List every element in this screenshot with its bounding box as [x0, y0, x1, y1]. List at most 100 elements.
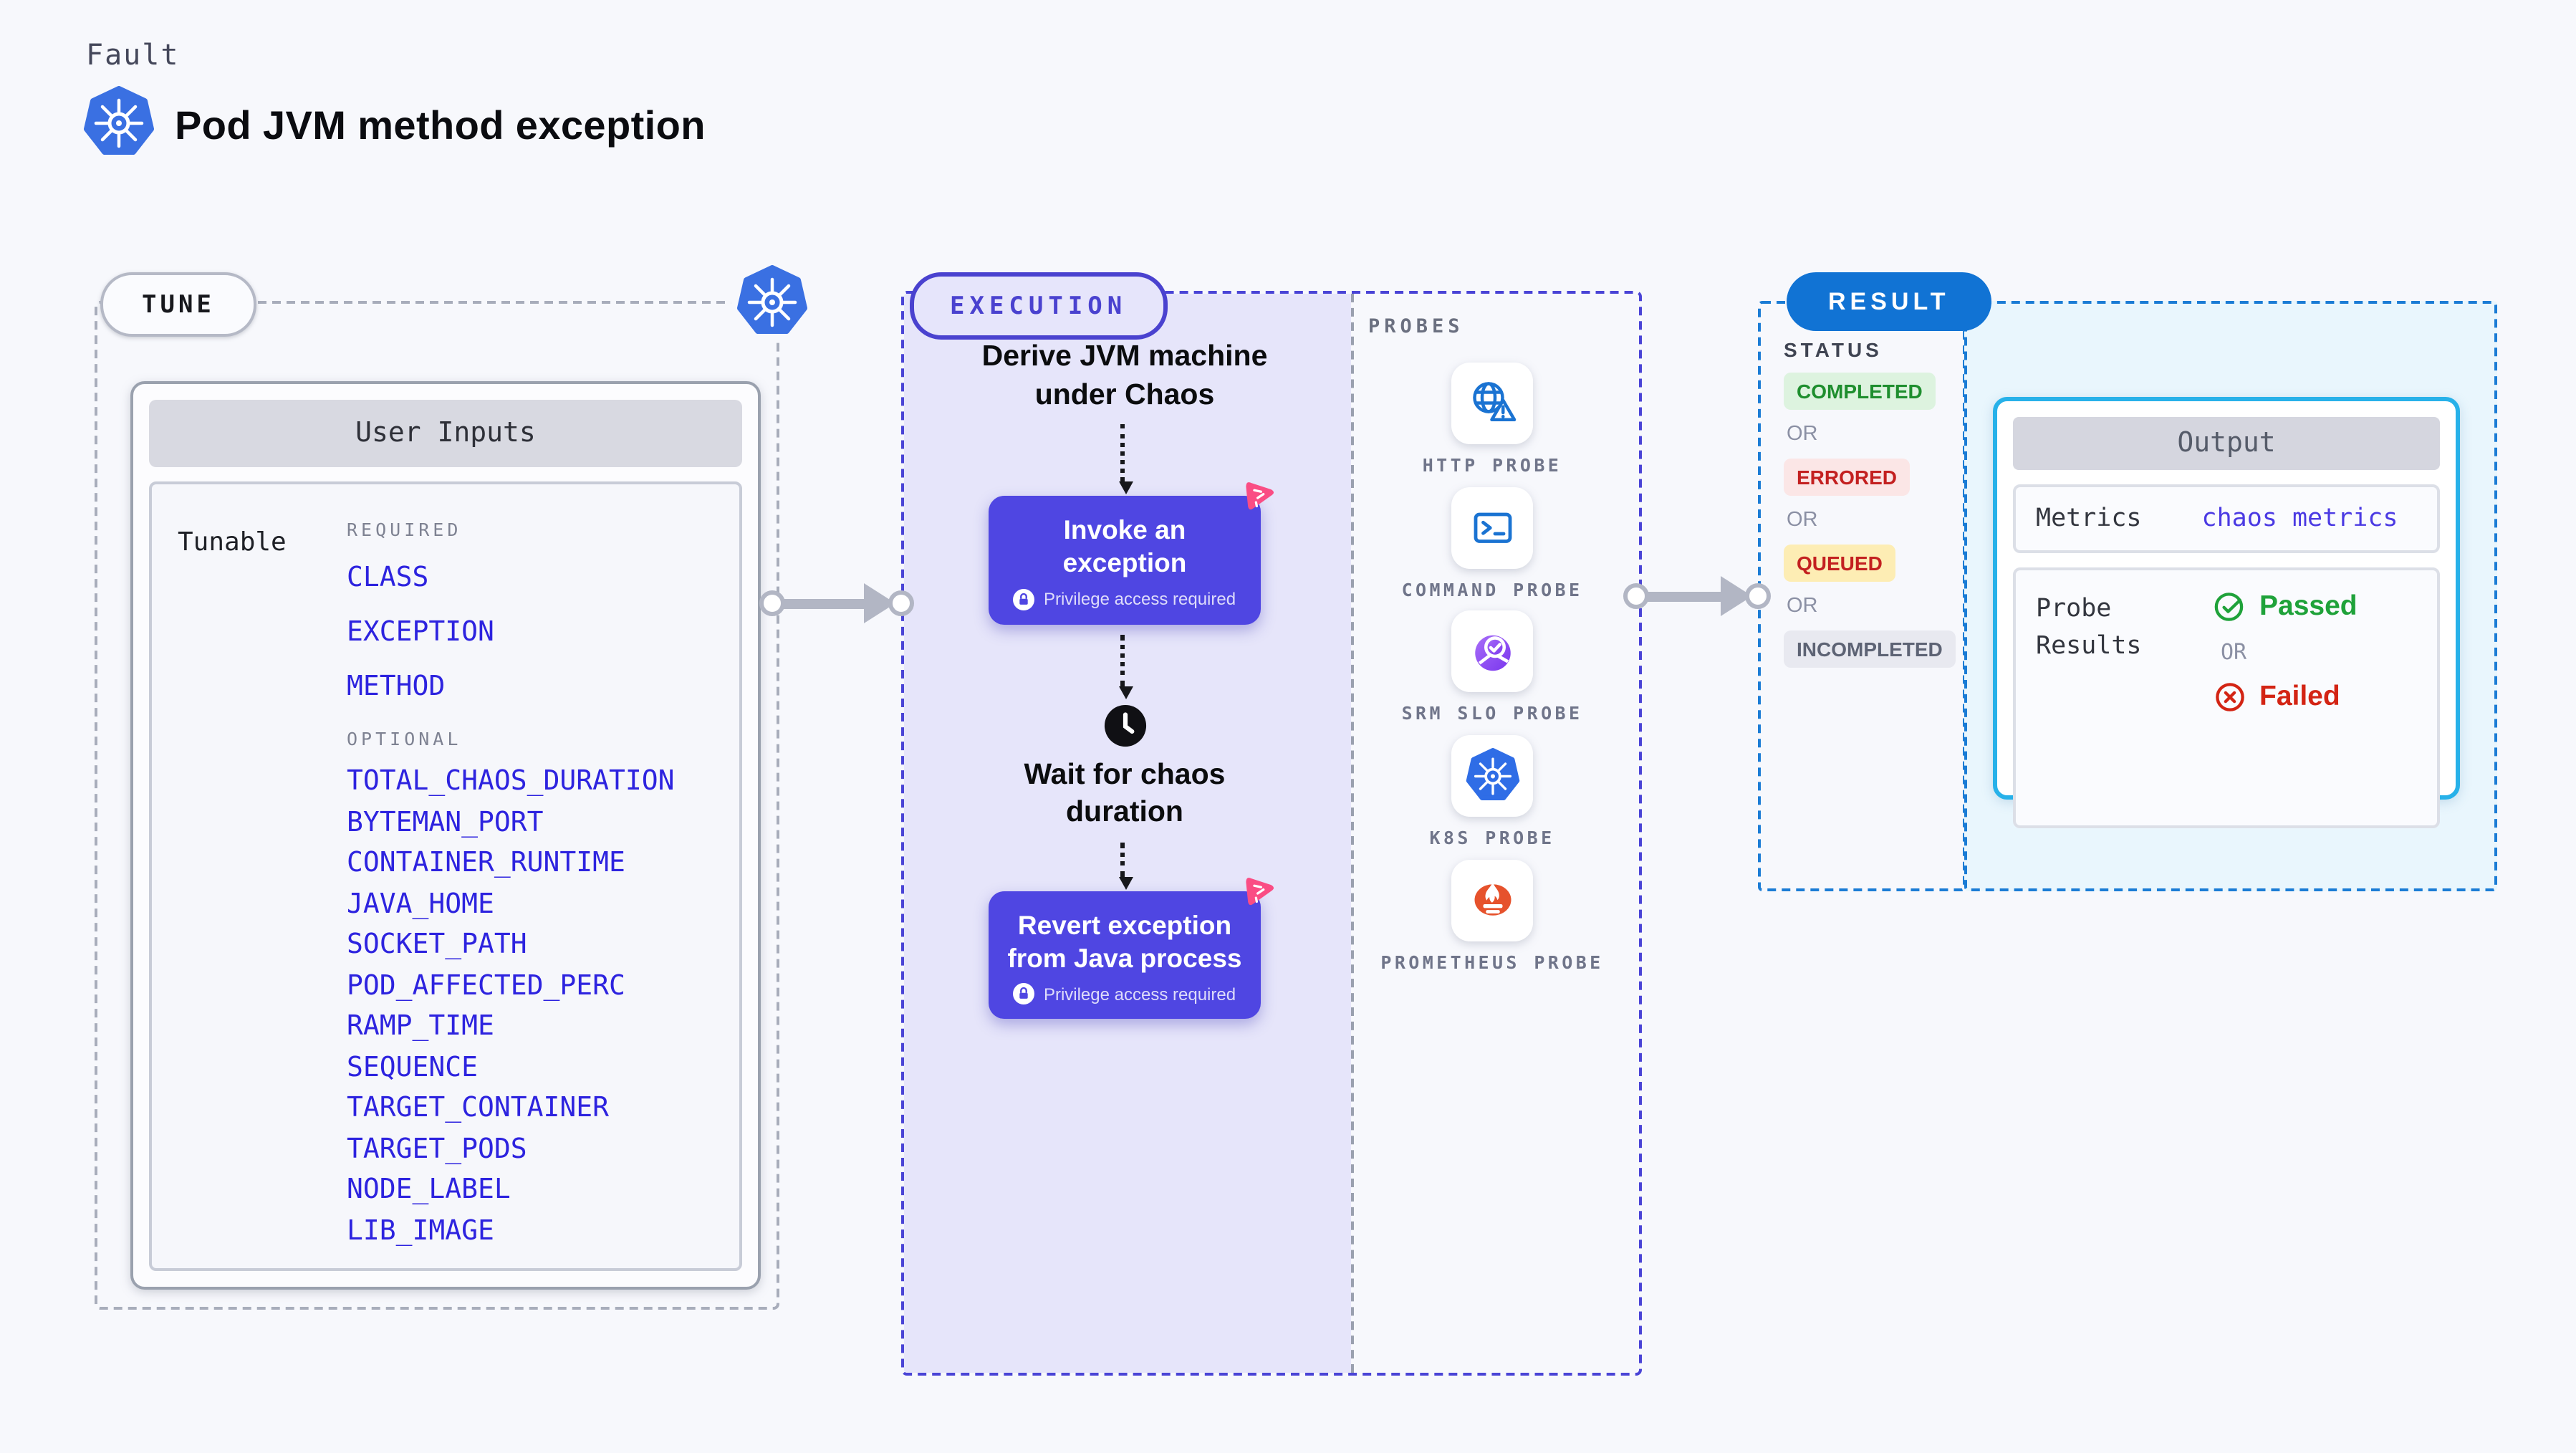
probe-label: SRM SLO PROBE: [1401, 702, 1583, 724]
result-badge: RESULT: [1787, 272, 1991, 331]
privilege-note-text: Privilege access required: [1043, 589, 1236, 610]
revert-exception-button[interactable]: Revert exception from Java process Privi…: [989, 877, 1274, 1020]
metrics-label: Metrics: [2036, 504, 2142, 533]
arrow-shaft: [772, 598, 875, 608]
prometheus-probe-icon: [1451, 859, 1533, 941]
tunable-label: Tunable: [178, 527, 287, 557]
input-item[interactable]: LIB_IMAGE: [347, 1214, 494, 1246]
passed-check-icon: [2214, 593, 2244, 621]
passed-verdict: Passed: [2214, 590, 2358, 623]
tune-badge: TUNE: [100, 272, 256, 337]
input-item[interactable]: BYTEMAN_PORT: [347, 806, 544, 838]
page-title: Pod JVM method exception: [175, 102, 706, 147]
wait-step-label: Wait for chaos duration: [1024, 757, 1226, 829]
input-item[interactable]: RAMP_TIME: [347, 1010, 494, 1042]
execution-flow: Derive JVM machine under Chaos Invoke an…: [918, 338, 1331, 1020]
probe-item[interactable]: K8S PROBE: [1378, 734, 1607, 849]
connector-dot: [1745, 583, 1771, 609]
status-list: COMPLETED OR ERRORED OR QUEUED OR INCOMP…: [1784, 373, 1956, 668]
input-item[interactable]: EXCEPTION: [347, 616, 494, 648]
status-badge-incompleted: INCOMPLETED: [1784, 630, 1956, 668]
probes-divider: [1351, 294, 1354, 1373]
output-header: Output: [2013, 417, 2440, 470]
probes-panel: PROBES HTTP PROBE: [1351, 294, 1633, 1367]
invoke-button-label: Invoke an exception: [1062, 514, 1187, 578]
probe-results-row: Probe Results Passed OR Failed: [2013, 567, 2440, 828]
user-inputs-body: Tunable REQUIRED CLASS EXCEPTION METHOD …: [149, 481, 742, 1271]
execution-section-box: [901, 291, 1642, 1376]
down-arrow: [1118, 424, 1133, 495]
privilege-note: Privilege access required: [1013, 983, 1236, 1005]
privilege-note-text: Privilege access required: [1043, 984, 1236, 1004]
input-list: REQUIRED CLASS EXCEPTION METHOD OPTIONAL…: [347, 519, 748, 1258]
output-card: Output Metrics chaos metrics Probe Resul…: [1993, 397, 2460, 828]
probe-label: COMMAND PROBE: [1401, 578, 1583, 600]
probe-results-label: Probe Results: [2036, 595, 2142, 661]
probes-label: PROBES: [1368, 315, 1464, 338]
metrics-row: Metrics chaos metrics: [2013, 484, 2440, 553]
chaos-icon: [1246, 482, 1274, 510]
status-badge-queued: QUEUED: [1784, 545, 1895, 582]
down-arrow: [1118, 634, 1133, 699]
probe-label: K8S PROBE: [1429, 826, 1555, 848]
input-item[interactable]: TARGET_CONTAINER: [347, 1092, 610, 1123]
probe-item[interactable]: SRM SLO PROBE: [1378, 610, 1607, 725]
tune-kubernetes-icon: [731, 259, 814, 342]
input-item[interactable]: NODE_LABEL: [347, 1174, 511, 1205]
probe-label: HTTP PROBE: [1422, 454, 1562, 476]
clock-icon: [1103, 704, 1146, 747]
input-item[interactable]: CONTAINER_RUNTIME: [347, 847, 625, 878]
input-item[interactable]: METHOD: [347, 671, 446, 702]
derive-step-label: Derive JVM machine under Chaos: [981, 340, 1268, 411]
execution-to-result-arrow: [1623, 576, 1771, 616]
down-arrow: [1118, 842, 1133, 890]
probe-list: HTTP PROBE COMMAND PROBE: [1351, 363, 1633, 973]
status-label: STATUS: [1784, 338, 1883, 361]
http-probe-icon: [1451, 363, 1533, 444]
privilege-note: Privilege access required: [1013, 588, 1236, 610]
probe-item[interactable]: COMMAND PROBE: [1378, 486, 1607, 600]
user-inputs-header: User Inputs: [149, 400, 742, 467]
connector-dot: [759, 590, 785, 616]
page-header: Pod JVM method exception: [83, 86, 706, 165]
passed-label: Passed: [2259, 590, 2358, 622]
input-item[interactable]: SOCKET_PATH: [347, 929, 527, 960]
probe-label: PROMETHEUS PROBE: [1380, 951, 1604, 972]
k8s-probe-icon: [1451, 734, 1533, 817]
command-probe-icon: [1451, 486, 1533, 569]
input-item[interactable]: TARGET_PODS: [347, 1133, 527, 1164]
or-label: OR: [1787, 595, 1818, 618]
required-label: REQUIRED: [347, 519, 462, 540]
execution-fill: [904, 294, 1351, 1373]
kubernetes-logo-icon: [83, 86, 155, 165]
metrics-value[interactable]: chaos metrics: [2201, 504, 2398, 533]
connector-dot: [1623, 583, 1649, 609]
optional-label: OPTIONAL: [347, 728, 462, 749]
probe-item[interactable]: HTTP PROBE: [1378, 363, 1607, 476]
tune-section-box: [95, 301, 779, 1310]
srm-slo-probe-icon: [1451, 610, 1533, 693]
chaos-icon: [1246, 877, 1274, 905]
failed-x-icon: [2216, 683, 2244, 711]
input-item[interactable]: POD_AFFECTED_PERC: [347, 969, 625, 1001]
input-item[interactable]: SEQUENCE: [347, 1051, 479, 1083]
failed-verdict: Failed: [2214, 681, 2340, 714]
status-badge-errored: ERRORED: [1784, 459, 1911, 496]
input-item[interactable]: JAVA_HOME: [347, 888, 494, 919]
input-item[interactable]: TOTAL_CHAOS_DURATION: [347, 765, 675, 797]
fault-label: Fault: [86, 37, 180, 72]
tune-to-execution-arrow: [759, 583, 914, 623]
connector-dot: [888, 590, 914, 616]
status-box: STATUS COMPLETED OR ERRORED OR QUEUED OR…: [1758, 301, 1966, 891]
invoke-exception-button[interactable]: Invoke an exception Privilege access req…: [989, 482, 1274, 625]
status-badge-completed: COMPLETED: [1784, 373, 1936, 410]
arrow-shaft: [1636, 591, 1732, 601]
lock-icon: [1013, 588, 1035, 610]
user-inputs-card: User Inputs Tunable REQUIRED CLASS EXCEP…: [130, 381, 761, 1290]
or-label: OR: [2221, 639, 2247, 665]
verdict-list: Passed OR Failed: [2214, 590, 2358, 805]
input-item[interactable]: CLASS: [347, 562, 429, 593]
execution-badge: EXECUTION: [910, 272, 1168, 340]
probe-item[interactable]: PROMETHEUS PROBE: [1378, 859, 1607, 973]
